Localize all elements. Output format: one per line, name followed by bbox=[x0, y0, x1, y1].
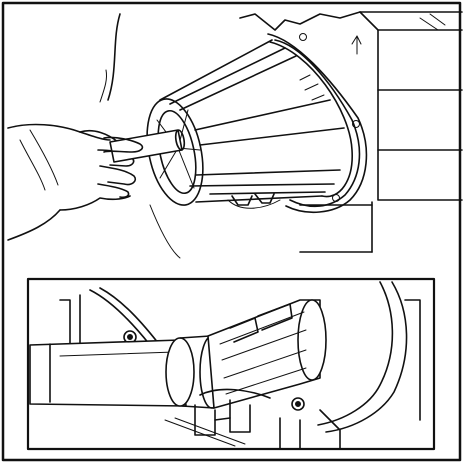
background-edge-line bbox=[107, 13, 121, 101]
inset-shaft bbox=[29, 339, 187, 407]
lower-bracket bbox=[164, 388, 341, 449]
housing-edge-left bbox=[89, 289, 151, 346]
rotor-cylinder bbox=[146, 39, 353, 209]
hand-with-rod bbox=[7, 123, 186, 241]
top-figure bbox=[7, 11, 463, 259]
housing-edge-right bbox=[317, 281, 394, 426]
splined-sleeve bbox=[207, 299, 327, 409]
inset-figure bbox=[26, 277, 436, 451]
inset-frame bbox=[26, 277, 436, 451]
engine-housing bbox=[239, 11, 463, 253]
bolt-right bbox=[291, 397, 305, 411]
